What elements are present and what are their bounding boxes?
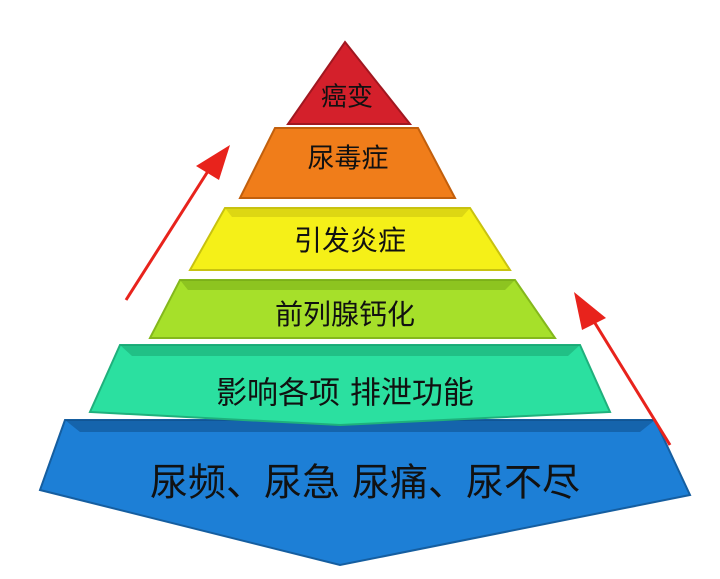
arrow-up-right-icon: [124, 145, 230, 301]
pyramid-tier-1: 癌变: [286, 40, 413, 125]
tier-1-shape: [286, 40, 413, 125]
pyramid-tier-4: 前列腺钙化: [148, 279, 557, 339]
tier-3-label: 引发炎症: [294, 224, 406, 257]
pyramid-tier-2: 尿毒症: [238, 127, 457, 199]
arrow-up-right-icon: [574, 292, 672, 446]
tier-1-label: 癌变: [321, 83, 373, 113]
tier-2-label: 尿毒症: [308, 144, 389, 175]
tier-5-shadow: [120, 345, 580, 356]
tier-5-label: 影响各项 排泄功能: [216, 376, 474, 412]
tier-6-shadow: [65, 420, 655, 432]
tier-3-shadow: [225, 208, 470, 217]
pyramid-tier-3: 引发炎症: [188, 207, 512, 271]
pyramid-tier-6: 尿频、尿急 尿痛、尿不尽: [38, 419, 692, 567]
pyramid-tier-5: 影响各项 排泄功能: [88, 344, 612, 427]
tier-4-label: 前列腺钙化: [275, 298, 415, 331]
tier-2-shape: [238, 127, 457, 199]
tier-6-label: 尿频、尿急 尿痛、尿不尽: [150, 461, 580, 505]
tier-4-shadow: [180, 280, 515, 290]
